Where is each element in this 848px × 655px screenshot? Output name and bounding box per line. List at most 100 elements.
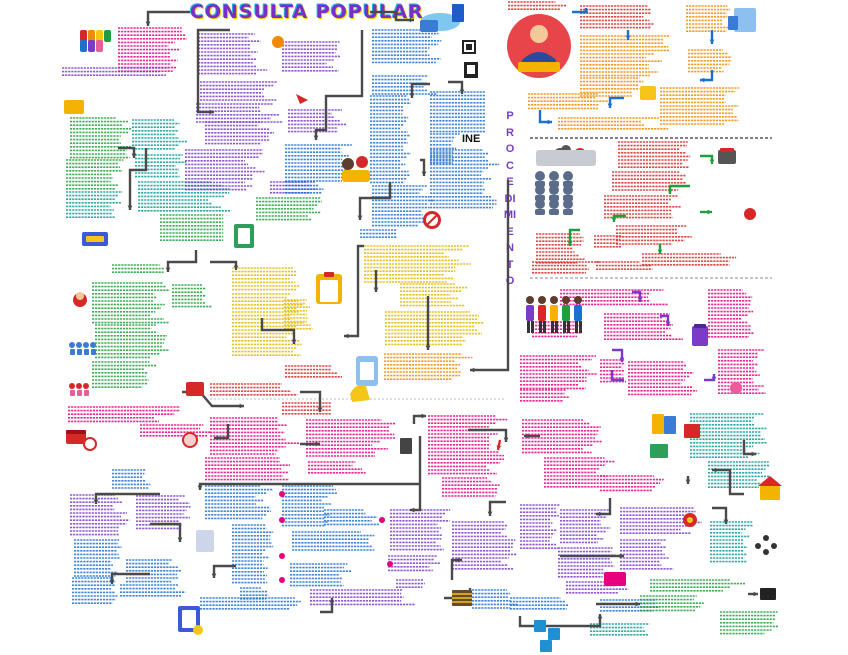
arrow-head	[708, 210, 712, 215]
person-icon	[574, 296, 582, 304]
connector-arrow	[520, 614, 600, 626]
text-note	[430, 134, 460, 163]
text-note	[140, 425, 211, 436]
people-group-icon	[563, 185, 573, 195]
hand-icon	[193, 625, 203, 635]
text-note	[520, 390, 569, 401]
presentation-icon	[186, 382, 204, 396]
person-icon	[342, 158, 354, 170]
connector-arrow	[614, 216, 626, 222]
people-group-icon	[69, 383, 75, 389]
text-note	[62, 68, 169, 75]
text-note	[200, 598, 301, 609]
person-icon	[538, 305, 546, 321]
text-note	[690, 414, 766, 457]
text-note	[282, 486, 337, 526]
text-note	[600, 600, 659, 611]
person-icon	[342, 170, 370, 182]
arrow-head	[752, 452, 756, 457]
person-icon	[543, 321, 546, 333]
voter-avatar-icon	[530, 25, 548, 43]
text-note	[385, 312, 484, 344]
table-icon	[536, 150, 596, 166]
text-note	[660, 88, 739, 124]
text-note	[118, 28, 187, 71]
scales-icon	[400, 438, 412, 454]
connector-arrow	[148, 12, 190, 26]
bullet-dot	[387, 561, 393, 567]
connector-arrow	[168, 250, 196, 272]
arrow-head	[94, 500, 99, 504]
network-icon	[763, 549, 769, 555]
text-note	[308, 462, 366, 473]
text-note	[240, 588, 268, 599]
connector-arrow	[300, 392, 320, 412]
connector-arrow	[414, 416, 426, 424]
arrow-head	[686, 480, 691, 484]
people-group-icon	[535, 171, 545, 181]
text-note	[205, 486, 273, 518]
connector-arrow	[490, 502, 506, 516]
connector-arrow	[370, 12, 414, 20]
text-note	[720, 612, 779, 634]
person-icon	[526, 305, 534, 321]
text-note	[580, 78, 643, 96]
text-note	[616, 226, 692, 244]
arrow-head	[146, 22, 151, 26]
house-icon	[758, 476, 782, 486]
text-note	[70, 118, 131, 158]
text-note	[232, 268, 299, 290]
people-group-icon	[76, 342, 82, 348]
people-group-icon	[84, 349, 89, 355]
connector-arrow	[112, 574, 150, 584]
arrow-head	[668, 190, 673, 194]
text-note	[600, 476, 664, 490]
arrow-head	[426, 346, 431, 350]
arrow-head	[128, 206, 133, 210]
book-icon	[664, 416, 676, 434]
text-note	[112, 265, 165, 272]
people-group-icon	[535, 185, 545, 195]
text-note	[628, 362, 697, 394]
arrow-head	[710, 40, 715, 44]
people-group-icon	[69, 342, 75, 348]
text-note	[282, 42, 341, 71]
text-note	[688, 50, 732, 72]
people-group-icon	[563, 199, 573, 209]
megaphone-icon	[744, 208, 756, 220]
arrow-head	[598, 614, 603, 618]
raised-hands-icon	[80, 40, 87, 52]
people-group-icon	[549, 185, 559, 195]
text-note	[508, 2, 566, 9]
bullet-dot	[279, 517, 285, 523]
arrow-head	[422, 172, 427, 176]
document-icon	[182, 610, 196, 628]
arrow-head	[212, 574, 217, 578]
arrow-head	[178, 538, 183, 542]
text-note	[370, 96, 411, 182]
text-note	[306, 420, 396, 456]
arrow-head	[198, 486, 203, 490]
people-group-icon	[563, 209, 573, 215]
text-note	[285, 182, 323, 193]
text-note	[532, 262, 600, 273]
text-note	[210, 384, 297, 395]
laptop-icon	[452, 4, 464, 22]
arrow-head	[488, 512, 493, 516]
arrow-head	[374, 288, 379, 292]
arrow-head	[608, 104, 613, 108]
text-note	[536, 234, 585, 263]
arrow-head	[470, 368, 474, 373]
text-note	[66, 192, 122, 217]
book-icon	[650, 444, 668, 458]
book-icon	[652, 414, 664, 434]
text-note	[205, 458, 290, 480]
briefcase-icon	[64, 100, 84, 114]
connector-arrow	[412, 84, 430, 98]
tablet-checklist-icon	[360, 362, 374, 380]
arrow-head	[132, 154, 137, 158]
connector-arrow	[596, 498, 610, 514]
text-note	[232, 294, 304, 355]
arrow-head	[636, 602, 640, 607]
calendar-icon	[66, 430, 86, 434]
